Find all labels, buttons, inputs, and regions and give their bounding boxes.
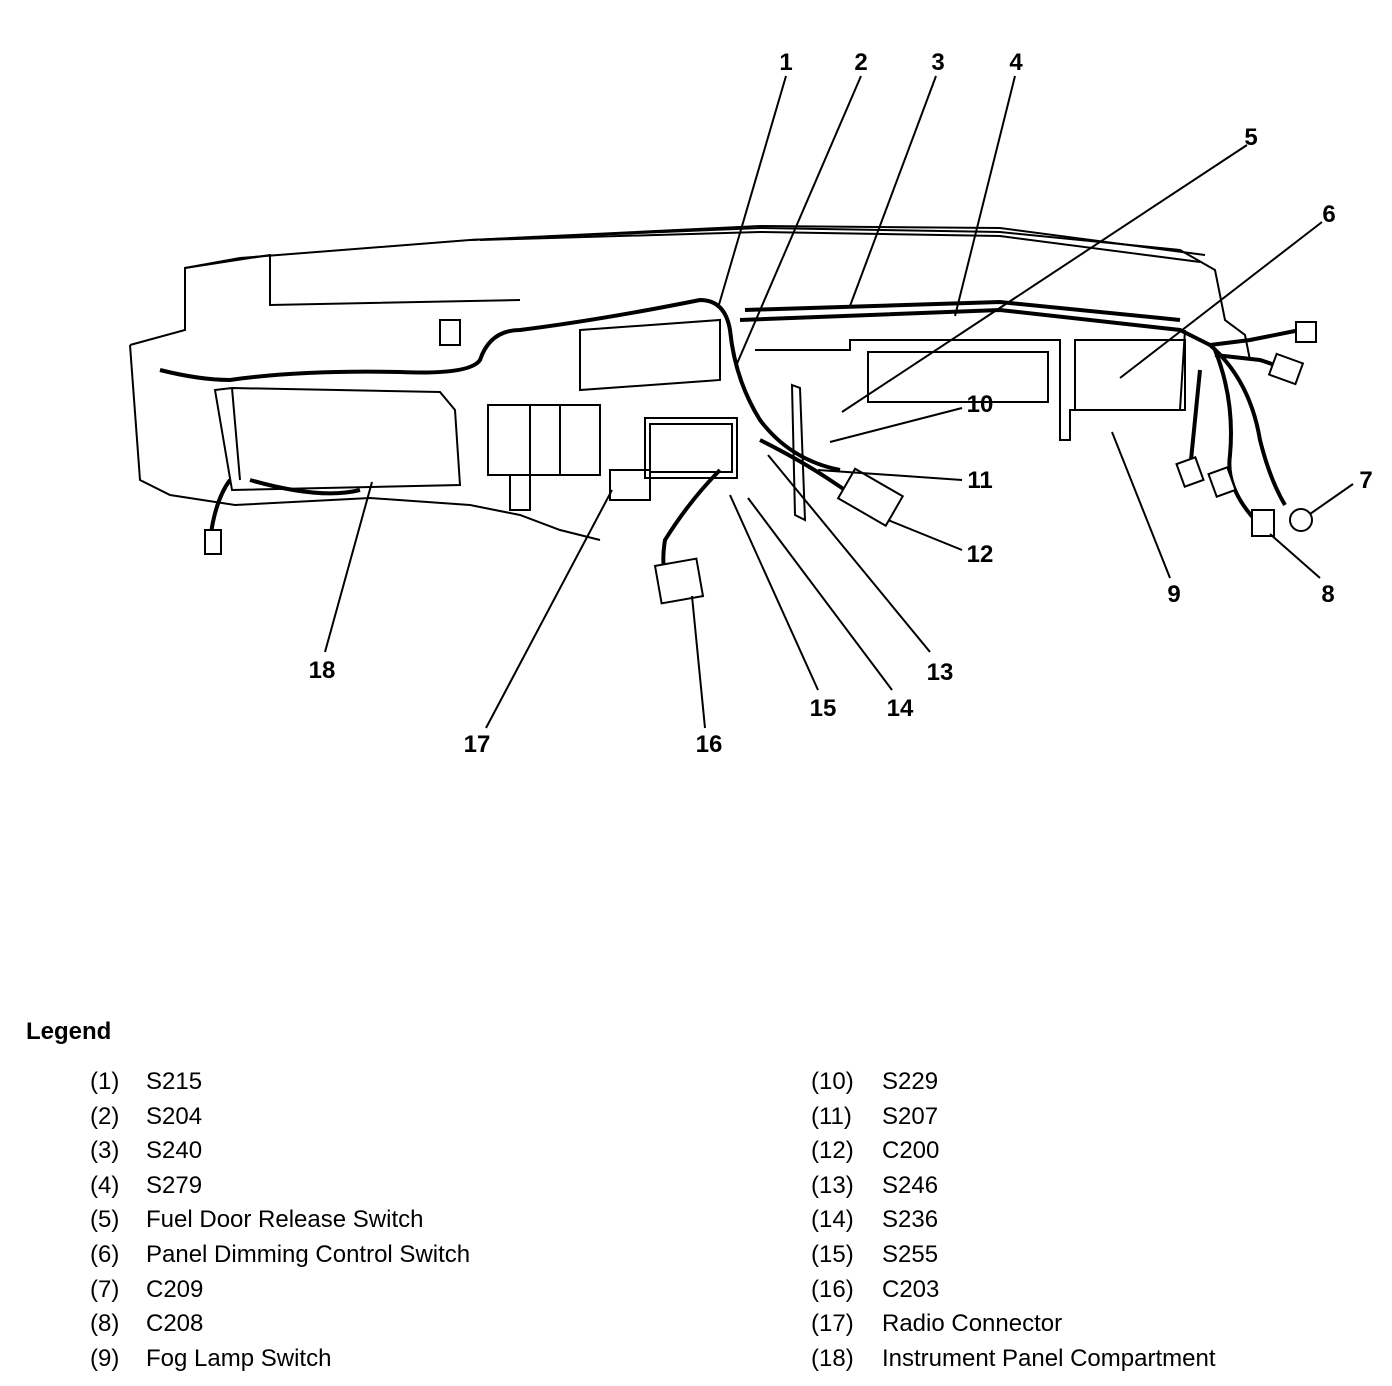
legend-item: (9) Fog Lamp Switch bbox=[90, 1345, 470, 1380]
legend-item-number: (8) bbox=[90, 1310, 120, 1338]
legend-item-label: C208 bbox=[146, 1310, 204, 1338]
callout-numbers: 1 2 3 4 5 6 7 8 9 10 11 12 13 14 15 16 1… bbox=[309, 49, 1373, 758]
legend-item-number: (2) bbox=[90, 1102, 120, 1130]
connector-shapes bbox=[204, 321, 1317, 605]
legend-item: (4) S279 bbox=[90, 1172, 470, 1207]
legend-item-label: S204 bbox=[146, 1102, 203, 1130]
callout-4: 4 bbox=[1009, 49, 1023, 76]
legend-item: (12) C200 bbox=[811, 1137, 1215, 1172]
legend-item: (13) S246 bbox=[811, 1172, 1215, 1207]
harness-wires bbox=[159, 297, 1301, 591]
callout-18: 18 bbox=[309, 657, 336, 684]
legend-item: (2) S204 bbox=[90, 1103, 470, 1138]
legend-item: (17) Radio Connector bbox=[811, 1310, 1215, 1345]
legend-item-label: S229 bbox=[882, 1068, 939, 1095]
legend-item-label: S279 bbox=[146, 1171, 203, 1199]
callout-15: 15 bbox=[810, 695, 837, 722]
legend-item-number: (16) bbox=[811, 1275, 854, 1303]
legend-item-number: (6) bbox=[90, 1240, 120, 1268]
callout-1: 1 bbox=[779, 49, 792, 76]
legend-column-right: (10) S229 (11) S207 (12) C200 (13) S246 (14)… bbox=[811, 1068, 1215, 1379]
legend-item-label: S215 bbox=[146, 1068, 203, 1095]
legend-item-number: (3) bbox=[90, 1137, 120, 1165]
callout-3: 3 bbox=[931, 49, 944, 76]
legend-item: (16) C203 bbox=[811, 1276, 1215, 1311]
callout-9: 9 bbox=[1167, 581, 1180, 608]
callout-14: 14 bbox=[887, 695, 914, 722]
callout-17: 17 bbox=[464, 731, 491, 758]
legend-item: (1) S215 bbox=[90, 1068, 470, 1103]
legend-item-number: (18) bbox=[811, 1344, 854, 1372]
legend-item: (14) S236 bbox=[811, 1206, 1215, 1241]
legend-item-label: C209 bbox=[146, 1275, 204, 1303]
legend-item-number: (14) bbox=[811, 1206, 854, 1234]
legend-item: (15) S255 bbox=[811, 1241, 1215, 1276]
legend-item-label: Fuel Door Release Switch bbox=[146, 1206, 424, 1234]
legend-item-label: S255 bbox=[882, 1240, 939, 1268]
callout-12: 12 bbox=[967, 541, 994, 568]
callout-7: 7 bbox=[1359, 467, 1372, 494]
legend-item: (11) S207 bbox=[811, 1103, 1215, 1138]
callout-5: 5 bbox=[1244, 124, 1257, 151]
legend-item-label: Radio Connector bbox=[882, 1310, 1063, 1338]
legend-item: (8) C208 bbox=[90, 1310, 470, 1345]
callout-8: 8 bbox=[1321, 581, 1334, 608]
callout-6: 6 bbox=[1322, 201, 1335, 228]
wiring-harness-diagram: 1 2 3 4 5 6 7 8 9 10 11 12 13 14 15 16 1… bbox=[129, 49, 1373, 758]
legend-item-number: (4) bbox=[90, 1171, 120, 1199]
callout-10: 10 bbox=[967, 391, 994, 418]
legend-item-number: (17) bbox=[811, 1310, 854, 1338]
legend-column-left: (1) S215 (2) S204 (3) S240 (4) S279 (5) Fuel … bbox=[90, 1068, 470, 1379]
legend-item-label: Fog Lamp Switch bbox=[146, 1344, 332, 1372]
legend-item-number: (7) bbox=[90, 1275, 120, 1303]
legend-item-label: C200 bbox=[882, 1137, 940, 1165]
legend-item-number: (15) bbox=[811, 1240, 854, 1268]
callout-13: 13 bbox=[927, 659, 954, 686]
legend-item-label: S207 bbox=[882, 1102, 939, 1130]
legend-item-label: S246 bbox=[882, 1171, 939, 1199]
callout-16: 16 bbox=[696, 731, 723, 758]
legend-item-label: C203 bbox=[882, 1275, 940, 1303]
legend-item-number: (5) bbox=[90, 1206, 120, 1234]
legend-title: Legend bbox=[26, 1018, 112, 1045]
legend-item-number: (11) bbox=[811, 1102, 852, 1130]
legend-item-label: Panel Dimming Control Switch bbox=[146, 1240, 471, 1268]
legend-item: (7) C209 bbox=[90, 1276, 470, 1311]
callout-2: 2 bbox=[854, 49, 867, 76]
legend-item-label: S236 bbox=[882, 1206, 939, 1234]
legend-item-number: (1) bbox=[90, 1068, 120, 1095]
instrument-panel-drawing bbox=[129, 224, 1251, 541]
legend-item-number: (10) bbox=[811, 1068, 854, 1095]
legend-item: (10) S229 bbox=[811, 1068, 1215, 1103]
legend-item-number: (9) bbox=[90, 1344, 120, 1372]
legend-item: (5) Fuel Door Release Switch bbox=[90, 1206, 470, 1241]
legend-item: (6) Panel Dimming Control Switch bbox=[90, 1241, 470, 1276]
legend-item-number: (13) bbox=[811, 1171, 854, 1199]
callout-11: 11 bbox=[967, 467, 992, 494]
legend-item-label: Instrument Panel Compartment bbox=[882, 1344, 1216, 1372]
legend-item-label: S240 bbox=[146, 1137, 203, 1165]
legend-item-number: (12) bbox=[811, 1137, 854, 1165]
leader-lines bbox=[324, 75, 1354, 729]
legend-item: (3) S240 bbox=[90, 1137, 470, 1172]
legend-item: (18) Instrument Panel Compartment bbox=[811, 1345, 1215, 1380]
